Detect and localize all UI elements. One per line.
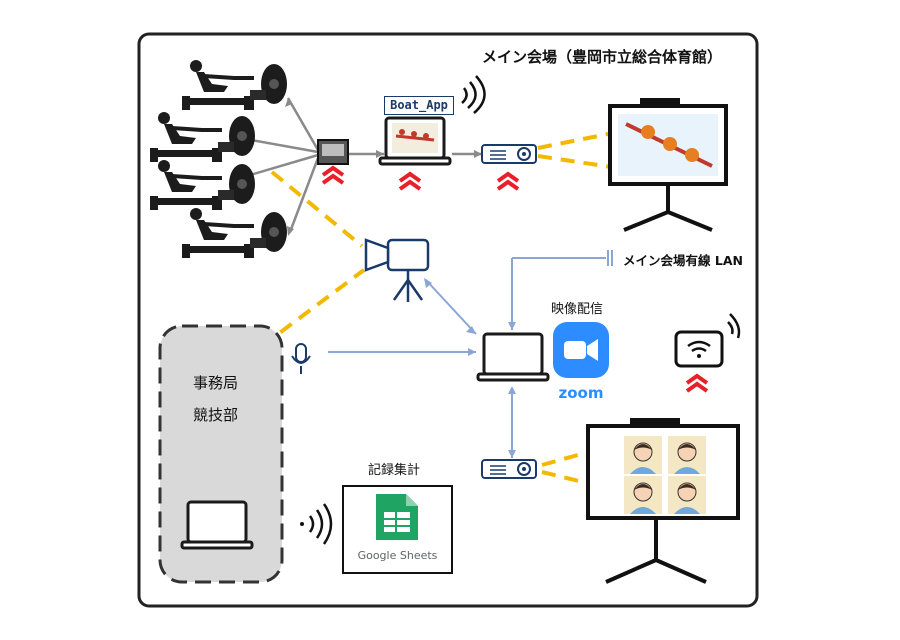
- google-sheets-icon: [342, 485, 453, 574]
- blue-network-links: [328, 257, 606, 458]
- venue-frame: [137, 32, 759, 608]
- tablet-icon: [674, 313, 741, 368]
- laptop-icon: [476, 332, 550, 382]
- wifi-icon: [461, 75, 486, 114]
- app-name-label: Boat_App: [384, 96, 454, 115]
- projector-icon: [481, 144, 537, 479]
- wifi-icon: [300, 503, 333, 545]
- venue-title: メイン会場（豊岡市立総合体育館）: [482, 48, 723, 66]
- zoom-icon: [553, 322, 609, 378]
- video-camera-icon: [364, 238, 430, 302]
- projection-screen-icon: [586, 418, 740, 584]
- sensor-hub-icon: [317, 139, 349, 165]
- zoom-wordmark: zoom: [558, 384, 604, 402]
- records-label: 記録集計: [368, 463, 421, 478]
- rowing-machine-icon: [148, 58, 289, 260]
- sheets-wordmark: Google Sheets: [357, 549, 438, 562]
- projection-screen-icon: [608, 98, 728, 232]
- laptop-icon: [180, 500, 254, 550]
- office-label-secretariat: 事務局: [193, 374, 239, 392]
- microphone-icon: [291, 343, 311, 374]
- office-label-competition: 競技部: [193, 406, 239, 424]
- laptop-icon: [378, 116, 452, 166]
- wired-lan-label: メイン会場有線 LAN: [623, 253, 743, 268]
- streaming-label: 映像配信: [551, 302, 604, 317]
